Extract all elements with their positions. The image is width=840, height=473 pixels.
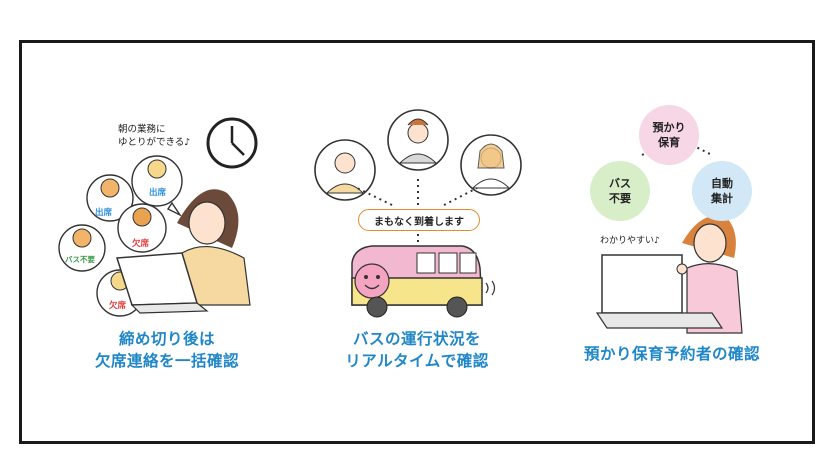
status-tag-present: 出席 <box>95 208 113 218</box>
child-faces <box>72 159 167 291</box>
woman-laptop-figure <box>115 189 251 314</box>
status-tag-bus-not-needed: バス不要 <box>65 255 95 264</box>
panel-1-caption-line-1: 締め切り後は <box>118 330 215 348</box>
child-face-bubbles <box>58 155 183 317</box>
signal-dotted-arrows <box>356 175 478 248</box>
status-tag-absent: 欠席 <box>109 301 127 311</box>
workload-line-1: 朝の業務に <box>118 124 166 135</box>
bus-illustration <box>351 245 496 318</box>
panel-1-caption: 締め切り後は 欠席連絡を一括確認 <box>72 328 262 372</box>
clock-icon <box>206 117 258 169</box>
workload-bubble-text: 朝の業務に ゆとりができる♪ <box>118 123 190 149</box>
panel-3-caption-line-1: 預かり保育予約者の確認 <box>583 345 760 363</box>
bus-arrival-status: まもなく到着します <box>358 209 480 231</box>
panel-2-caption: バスの運行状況を リアルタイムで確認 <box>322 328 512 372</box>
panel-3-caption: 預かり保育予約者の確認 <box>572 343 772 365</box>
panel-2-caption-line-1: バスの運行状況を <box>352 330 481 348</box>
status-tag-present: 出席 <box>149 188 167 198</box>
easy-speech-text: わかりやすい♪ <box>600 236 660 246</box>
feature-circle-auto-tally: 自動 集計 <box>692 161 752 221</box>
illustration-artwork <box>58 109 743 334</box>
feature-circle-childcare: 預かり 保育 <box>639 105 699 165</box>
illustration-frame: 朝の業務に ゆとりができる♪ 出席 出席 欠席 バス不要 欠席 締め切り後は 欠… <box>19 40 815 444</box>
feature-circle-no-bus: バス 不要 <box>590 161 650 221</box>
panel-1-caption-line-2: 欠席連絡を一括確認 <box>94 352 239 370</box>
panel-2-caption-line-2: リアルタイムで確認 <box>345 352 489 370</box>
woman-thumbs-up-figure <box>595 215 743 334</box>
workload-line-2: ゆとりができる♪ <box>118 137 191 148</box>
parent-figures <box>325 118 511 194</box>
status-tag-absent: 欠席 <box>132 239 150 249</box>
